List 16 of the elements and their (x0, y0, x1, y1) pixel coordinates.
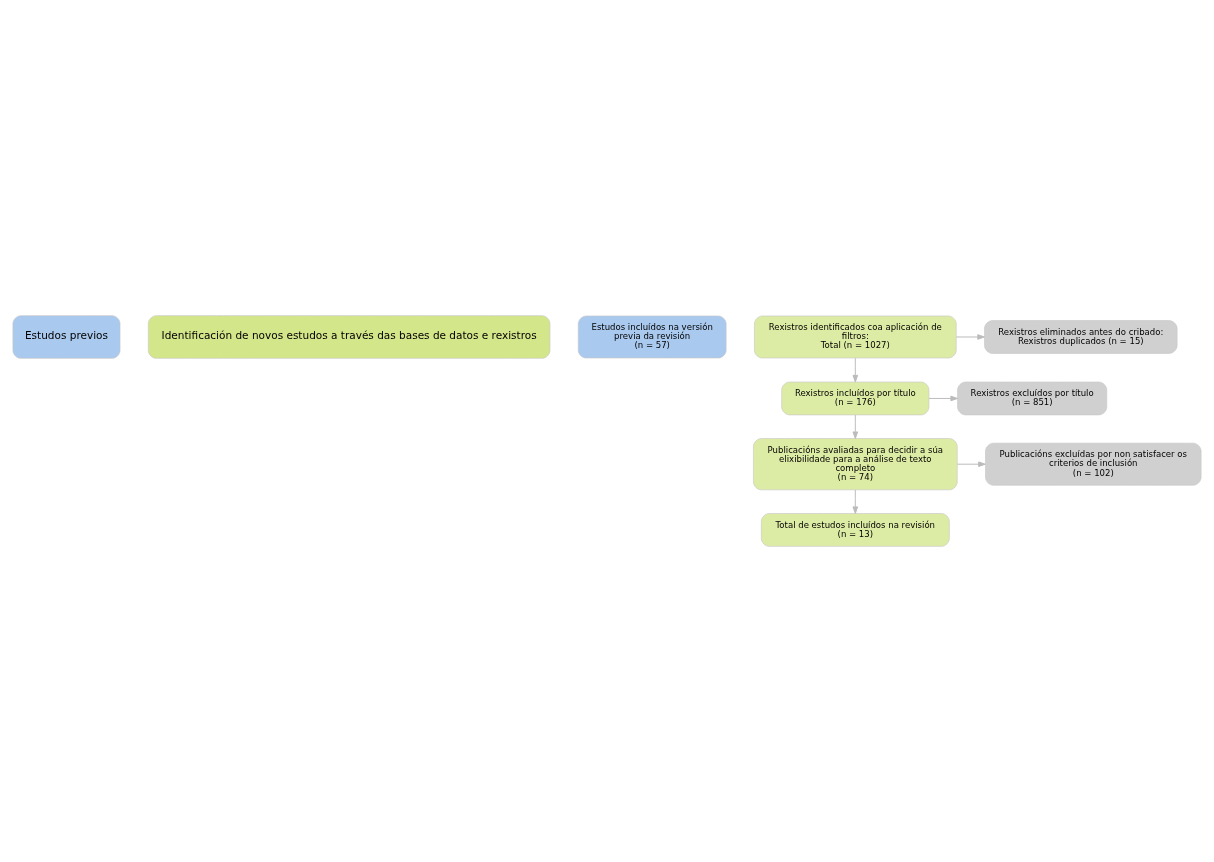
node-box: Rexistros eliminados antes do cribado: Rexistros duplicados (n = 15) (984, 320, 1178, 354)
arrow (956, 461, 986, 467)
node-box: Publicacións excluídas por non satisfacer os criterios de inclusión (n = 102) (985, 442, 1202, 486)
node-box: Rexistros identificados coa aplicación de filtros: Total (n = 1027) (754, 315, 957, 359)
arrow (852, 489, 859, 514)
node-box: Publicacións avaliadas para decidir a súa elixibilidade para a análise de texto completo (n = 74) (753, 438, 958, 491)
arrow (852, 357, 859, 383)
node-box: Rexistros excluídos por título (n = 851) (957, 381, 1108, 416)
node-box: Identificación de novos estudos a través das bases de datos e rexistros (148, 315, 551, 359)
node-box: Estudos incluídos na versión previa da revisión (n = 57) (577, 315, 727, 359)
node-box: Total de estudos incluídos na revisión (n = 13) (761, 513, 950, 547)
arrow (852, 414, 859, 439)
node-box: Rexistros incluídos por título (n = 176) (781, 381, 930, 416)
arrow (928, 395, 958, 402)
node-box: Estudos previos (12, 315, 121, 359)
arrow (955, 334, 985, 340)
